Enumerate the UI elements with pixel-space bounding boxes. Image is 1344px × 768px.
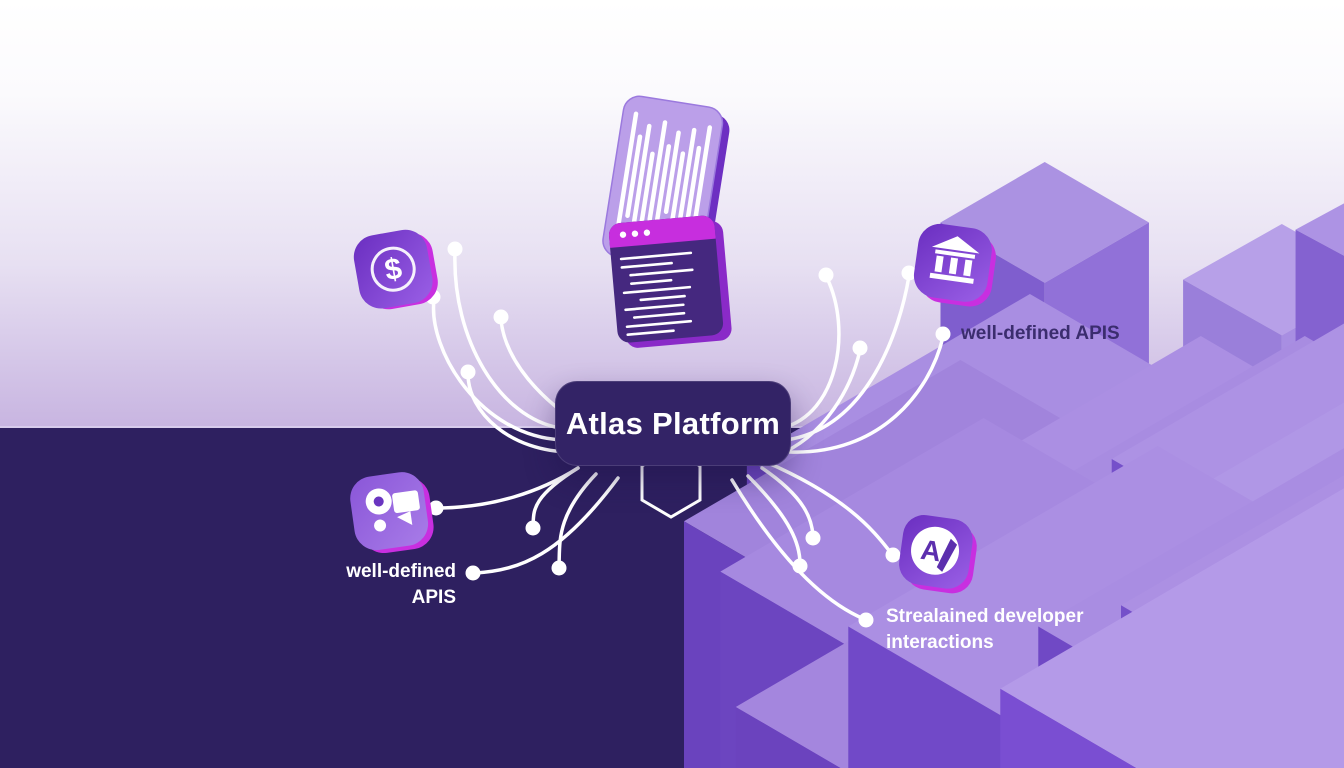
ai-icon: A: [899, 515, 977, 594]
platform-title: Atlas Platform: [565, 405, 781, 441]
connector-line: [531, 466, 580, 528]
code-window: [609, 215, 732, 348]
callout-developer-line2: interactions: [886, 631, 994, 653]
connector-line: [474, 476, 620, 575]
dollar-icon: $: [353, 229, 438, 310]
callout-developer: Strealained developer interactions: [886, 604, 1083, 655]
code-lines: [619, 251, 694, 337]
connector-line: [764, 460, 893, 555]
connector-line: [434, 466, 580, 510]
callout-left-api: well-defined APIS: [346, 561, 456, 608]
window-dots-icon: [619, 229, 651, 238]
code-window-titlebar: [609, 215, 716, 248]
bank-icon: [913, 223, 996, 307]
connector-line: [431, 298, 564, 442]
hexagon-outline: [640, 447, 702, 519]
connector-line: [746, 474, 802, 566]
media-icon: [350, 472, 434, 554]
callout-developer-line1: Strealained developer: [886, 606, 1084, 627]
connector-line: [453, 250, 562, 430]
dollar-glyph: $: [382, 252, 404, 287]
connector-line: [557, 472, 598, 568]
connector-line: [780, 276, 841, 430]
platform-title-box: Atlas Platform: [555, 381, 791, 466]
ai-glyph: A: [919, 534, 943, 568]
connector-line: [774, 348, 862, 458]
connector-line: [788, 335, 945, 454]
connector-line: [466, 372, 574, 454]
callout-right-api: well-defined APIS: [961, 323, 1120, 344]
